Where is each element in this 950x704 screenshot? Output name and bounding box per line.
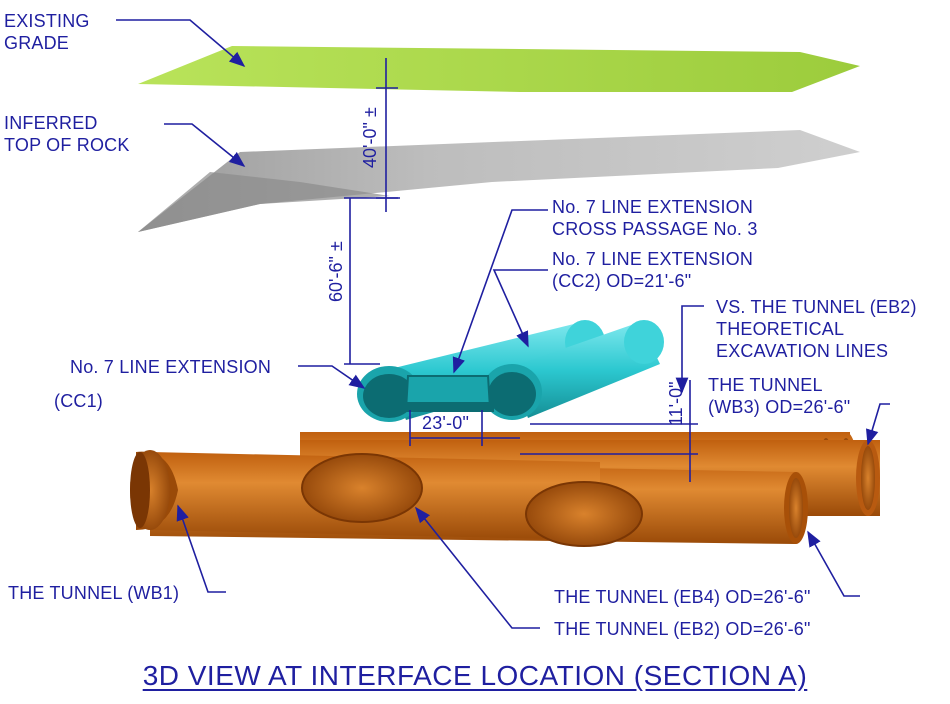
label-wb1: THE TUNNEL (WB1) — [8, 583, 180, 603]
label-existing-grade-line1: EXISTING — [4, 11, 90, 31]
label-existing-grade-line2: GRADE — [4, 33, 70, 53]
label-eb2: THE TUNNEL (EB2) OD=26'-6" — [554, 619, 811, 639]
label-top-of-rock-line1: INFERRED — [4, 113, 98, 133]
cross-passage-cc2 — [482, 320, 664, 420]
label-excavation-line1: VS. THE TUNNEL (EB2) — [716, 297, 917, 317]
top-of-rock-shadow — [138, 172, 390, 232]
dim-rock-to-cc: 60'-6" ± — [326, 241, 346, 302]
top-of-rock-plane — [138, 130, 860, 232]
label-cross-passage: No. 7 LINE EXTENSION CROSS PASSAGE No. 3 — [552, 196, 758, 240]
label-wb3-line2: (WB3) OD=26'-6" — [708, 397, 851, 417]
label-excavation: VS. THE TUNNEL (EB2) THEORETICAL EXCAVAT… — [716, 296, 917, 362]
cross-passage-floor — [404, 402, 494, 412]
dim-cc-to-tunnel: 11'-0" — [666, 381, 686, 426]
tunnel-opening-1 — [301, 453, 423, 523]
label-excavation-line3: EXCAVATION LINES — [716, 341, 889, 361]
dim-cc-spacing: 23'-0" — [422, 413, 470, 433]
tunnel-opening-2 — [525, 481, 643, 547]
label-cc1-id: (CC1) — [54, 391, 103, 411]
label-top-of-rock-line2: TOP OF ROCK — [4, 135, 130, 155]
label-existing-grade: EXISTING GRADE — [4, 10, 90, 54]
existing-grade-plane — [138, 46, 860, 92]
label-wb3-line1: THE TUNNEL — [708, 375, 823, 395]
label-excavation-line2: THEORETICAL — [716, 319, 845, 339]
label-top-of-rock: INFERRED TOP OF ROCK — [4, 112, 130, 156]
diagram-title: 3D VIEW AT INTERFACE LOCATION (SECTION A… — [142, 660, 808, 691]
label-cross-passage-line2: CROSS PASSAGE No. 3 — [552, 219, 758, 239]
label-cc2: No. 7 LINE EXTENSION (CC2) OD=21'-6" — [552, 248, 753, 292]
leader-lines — [116, 19, 890, 629]
dimension-lines — [344, 58, 698, 482]
label-cc2-line2: (CC2) OD=21'-6" — [552, 271, 692, 291]
label-cc1-title: No. 7 LINE EXTENSION — [70, 357, 272, 377]
label-eb4: THE TUNNEL (EB4) OD=26'-6" — [554, 587, 811, 607]
label-cross-passage-line1: No. 7 LINE EXTENSION — [552, 197, 754, 217]
dim-grade-to-rock: 40'-0" ± — [360, 107, 380, 168]
label-cc2-line1: No. 7 LINE EXTENSION — [552, 249, 754, 269]
label-wb3: THE TUNNEL (WB3) OD=26'-6" — [708, 374, 850, 418]
